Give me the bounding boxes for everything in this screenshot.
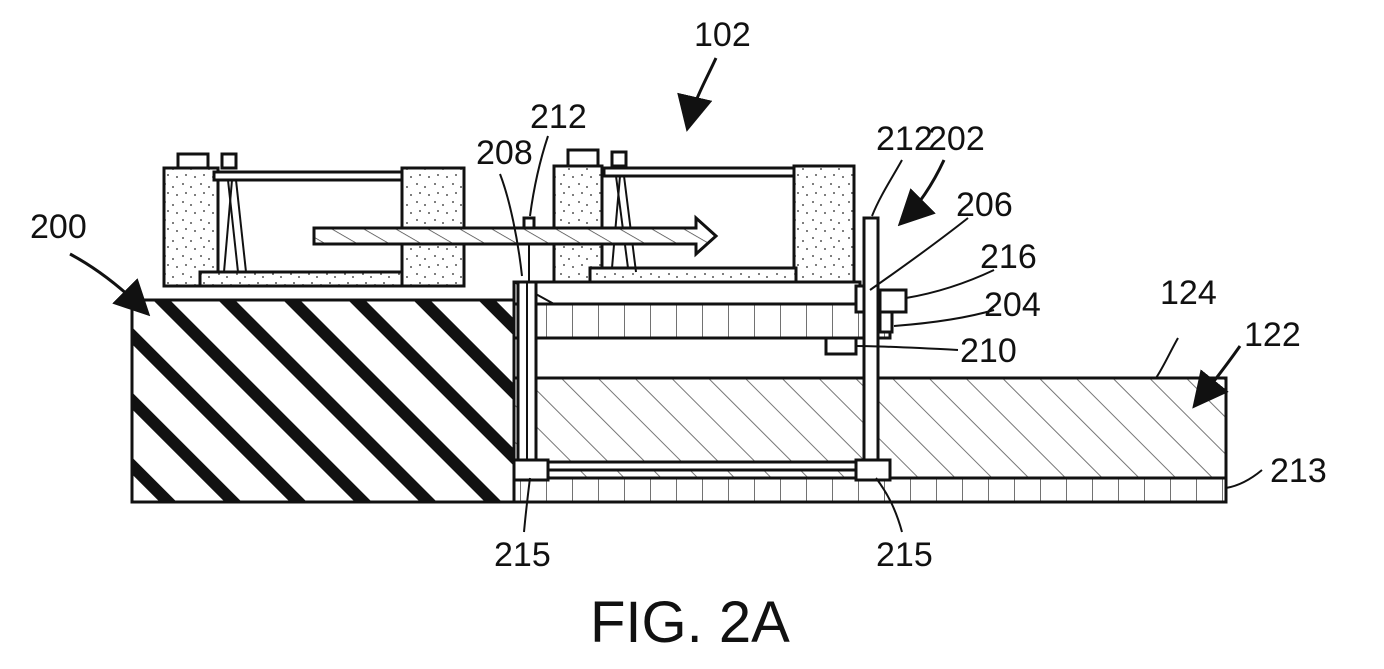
element-210: [826, 338, 856, 354]
label-213: 213: [1270, 452, 1327, 490]
label-102: 102: [694, 16, 751, 54]
label-212-left: 212: [530, 98, 587, 136]
label-215-right: 215: [876, 536, 933, 574]
label-216: 216: [980, 238, 1037, 276]
leader-204: [894, 310, 994, 326]
foot-215-left: [514, 460, 548, 480]
leader-213: [1226, 470, 1262, 488]
leader-212b: [872, 160, 902, 216]
post-right: [864, 218, 878, 466]
leader-102: [688, 58, 716, 126]
bottom-strip: [536, 462, 864, 470]
substrate-200: [132, 300, 514, 502]
label-204: 204: [984, 286, 1041, 324]
label-210: 210: [960, 332, 1017, 370]
label-212-right: 212: [876, 120, 933, 158]
label-208: 208: [476, 134, 533, 172]
label-200: 200: [30, 208, 87, 246]
leader-202: [902, 160, 944, 222]
label-122: 122: [1244, 316, 1301, 354]
foot-215-right: [856, 460, 890, 480]
beam-arrow: [314, 218, 716, 254]
layer-213: [514, 478, 1226, 502]
module-right: [554, 150, 854, 282]
label-206: 206: [956, 186, 1013, 224]
leader-208: [500, 174, 522, 276]
figure-caption: FIG. 2A: [590, 590, 790, 655]
element-204-side: [880, 312, 892, 332]
module-left: [164, 154, 464, 286]
label-124: 124: [1160, 274, 1217, 312]
leader-124: [1156, 338, 1178, 378]
element-216: [880, 290, 906, 312]
label-202: 202: [928, 120, 985, 158]
leader-206: [870, 218, 968, 290]
label-215-left: 215: [494, 536, 551, 574]
element-212-top: [524, 218, 534, 228]
plate-204: [514, 304, 890, 338]
top-plate: [514, 282, 860, 304]
